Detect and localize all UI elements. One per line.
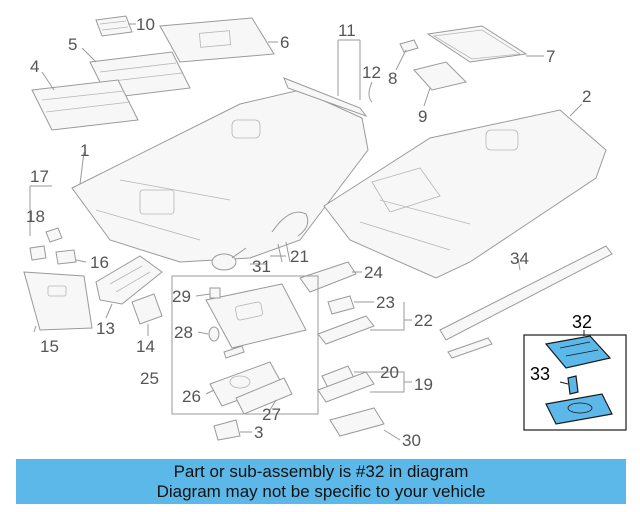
callout-20: 20 (380, 363, 399, 382)
group-25-box (171, 275, 319, 415)
callout-22: 22 (414, 311, 433, 330)
part-32-lamp-housing (544, 335, 612, 369)
callout-4: 4 (30, 57, 39, 76)
callout-12: 12 (362, 63, 381, 82)
callout-16: 16 (90, 253, 109, 272)
info-banner: Part or sub-assembly is #32 in diagram D… (16, 459, 626, 504)
part-10-pad (95, 15, 133, 37)
callout-2: 2 (582, 87, 591, 106)
callout-15: 15 (40, 337, 59, 356)
callout-3: 3 (254, 423, 263, 442)
callout-17: 17 (30, 167, 49, 186)
part-31-dome-light (211, 247, 247, 271)
callout-13: 13 (96, 319, 115, 338)
banner-line-1: Part or sub-assembly is #32 in diagram (173, 461, 469, 481)
callout-10: 10 (136, 15, 155, 34)
callout-1: 1 (80, 141, 89, 160)
callout-8: 8 (388, 69, 397, 88)
leader-lines (33, 23, 583, 441)
callout-26: 26 (182, 387, 201, 406)
callout-5: 5 (68, 35, 77, 54)
callout-32: 32 (572, 312, 592, 332)
callout-28: 28 (174, 323, 193, 342)
part-8-clip (399, 39, 419, 53)
group-32-box (523, 330, 627, 431)
part-15-visor (23, 271, 93, 331)
callout-21: 21 (290, 247, 309, 266)
callout-19: 19 (414, 375, 433, 394)
part-14-switch (131, 293, 163, 325)
callout-25: 25 (140, 369, 159, 388)
part-11-rail (283, 39, 373, 118)
callout-24: 24 (364, 263, 383, 282)
part-13-console (95, 255, 163, 305)
callout-6: 6 (280, 33, 289, 52)
part-19-lamp (317, 371, 375, 403)
callout-27: 27 (262, 405, 281, 424)
part-6-insulator (159, 17, 275, 63)
part-21-wire (271, 211, 309, 263)
part-7-sunroof-glass (426, 25, 528, 63)
callout-33: 33 (530, 364, 550, 384)
callout-23: 23 (376, 293, 395, 312)
part-34-trim (439, 245, 613, 359)
callout-14: 14 (136, 337, 155, 356)
parts-diagram: 10 6 5 4 11 12 8 7 9 2 1 17 18 16 15 13 … (23, 15, 627, 450)
banner-line-2: Diagram may not be specific to your vehi… (156, 481, 486, 501)
callout-7: 7 (546, 47, 555, 66)
callout-9: 9 (418, 107, 427, 126)
callout-31: 31 (252, 257, 271, 276)
part-23-lamp (327, 295, 355, 315)
callout-18: 18 (26, 207, 45, 226)
part-22-lamp (317, 315, 375, 345)
callout-30: 30 (402, 431, 421, 450)
callout-11: 11 (338, 21, 356, 40)
part-9-lens (413, 61, 467, 91)
part-17-18-clips (29, 185, 77, 265)
part-33-bulb (567, 375, 579, 395)
part-2-headliner (323, 109, 607, 279)
part-32-lamp-lens (545, 393, 613, 425)
part-4-insulator (31, 79, 139, 131)
callout-29: 29 (172, 287, 191, 306)
part-3-clip (213, 419, 241, 441)
part-30-lamp (329, 407, 385, 437)
part-24-bracket (299, 261, 357, 293)
callout-34: 34 (510, 249, 529, 268)
part-1-headliner (71, 89, 369, 263)
